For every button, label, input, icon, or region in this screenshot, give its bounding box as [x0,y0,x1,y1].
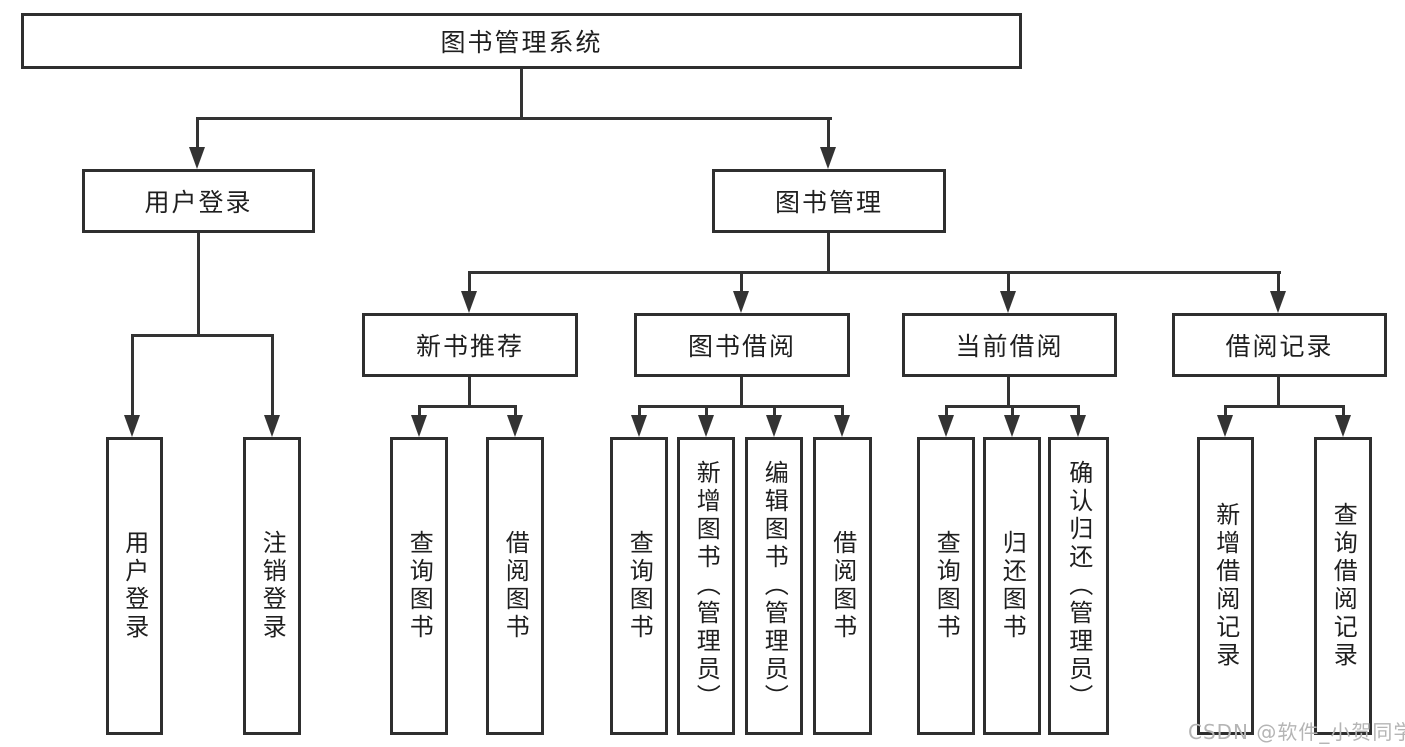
leaf-query-book-borrow: 查询图书 [610,437,668,735]
leaf-add-borrow-record: 新增借阅记录 [1197,437,1254,735]
connector-drop-book-borrow [740,271,743,295]
connector-drop-current-borrow [1007,271,1010,295]
arrow-down-icon [733,291,749,313]
node-current-borrow: 当前借阅 [902,313,1117,377]
arrow-down-icon [461,291,477,313]
leaf-logout-login: 注销登录 [243,437,301,735]
connector-new-book-recommend-stem [468,377,471,408]
arrow-down-icon [1217,415,1233,437]
node-book-management: 图书管理 [712,169,946,233]
connector-book-management-rail [468,271,1281,274]
connector-user-login-rail [131,334,274,337]
node-label: 图书管理 [774,188,883,217]
connector-current-borrow-stem [1007,377,1010,408]
arrow-down-icon [124,415,140,437]
connector-user-login-stem [197,233,200,337]
connector-new-book-recommend-rail [418,405,517,408]
connector-borrow-record-rail [1224,405,1344,408]
node-book-borrow: 图书借阅 [634,313,850,377]
node-borrow-record: 借阅记录 [1172,313,1387,377]
arrow-down-icon [1004,415,1020,437]
leaf-label: 确认归还（管理员） [1064,460,1093,712]
node-label: 新书推荐 [415,332,524,361]
leaf-confirm-return-admin: 确认归还（管理员） [1048,437,1109,735]
connector-drop [1342,405,1345,419]
arrow-down-icon [1335,415,1351,437]
connector-drop [418,405,421,419]
arrow-down-icon [631,415,647,437]
connector-drop [1077,405,1080,419]
arrow-down-icon [834,415,850,437]
leaf-label: 编辑图书（管理员） [760,460,789,712]
leaf-label: 借阅图书 [501,530,530,642]
connector-drop-leaf-user-login [131,334,134,418]
connector-book-borrow-rail [638,405,843,408]
arrow-down-icon [1270,291,1286,313]
connector-drop [638,405,641,419]
arrow-down-icon [264,415,280,437]
connector-drop [1224,405,1227,419]
node-new-book-recommend: 新书推荐 [362,313,578,377]
connector-book-management-stem [827,233,830,274]
leaf-label: 新增图书（管理员） [692,460,721,712]
leaf-query-book-recommend: 查询图书 [390,437,448,735]
leaf-label: 归还图书 [998,530,1027,642]
arrow-down-icon [698,415,714,437]
arrow-down-icon [411,415,427,437]
node-label: 当前借阅 [955,332,1064,361]
connector-drop [773,405,776,419]
leaf-label: 查询图书 [932,530,961,642]
leaf-label: 借阅图书 [828,530,857,642]
node-label: 图书借阅 [687,332,796,361]
leaf-label: 查询图书 [625,530,654,642]
leaf-borrow-book: 借阅图书 [813,437,872,735]
node-label: 借阅记录 [1225,332,1334,361]
leaf-return-book: 归还图书 [983,437,1041,735]
connector-drop [514,405,517,419]
leaf-query-borrow-record: 查询借阅记录 [1314,437,1372,735]
arrow-down-icon [1000,291,1016,313]
connector-drop-new-book-recommend [468,271,471,295]
connector-drop-borrow-record [1277,271,1280,295]
leaf-label: 新增借阅记录 [1211,502,1240,670]
arrow-down-icon [507,415,523,437]
connector-drop [945,405,948,419]
leaf-edit-book-admin: 编辑图书（管理员） [745,437,803,735]
leaf-query-book-current: 查询图书 [917,437,975,735]
leaf-borrow-book-recommend: 借阅图书 [486,437,544,735]
leaf-user-login: 用户登录 [106,437,163,735]
arrow-down-icon [1070,415,1086,437]
connector-drop [841,405,844,419]
arrow-down-icon [189,147,205,169]
arrow-down-icon [766,415,782,437]
node-label: 图书管理系统 [440,28,603,57]
connector-drop-book-management [827,117,830,150]
csdn-watermark: CSDN @软件_小贺同学 [1188,720,1405,744]
connector-book-borrow-stem [740,377,743,408]
connector-drop [705,405,708,419]
connector-borrow-record-stem [1277,377,1280,408]
leaf-add-book-admin: 新增图书（管理员） [677,437,735,735]
node-user-login: 用户登录 [82,169,315,233]
arrow-down-icon [938,415,954,437]
connector-drop-leaf-logout [271,334,274,418]
connector-drop-user-login [196,117,199,150]
leaf-label: 用户登录 [120,530,149,642]
node-library-management-system: 图书管理系统 [21,13,1022,69]
leaf-label: 查询借阅记录 [1329,502,1358,670]
leaf-label: 查询图书 [405,530,434,642]
arrow-down-icon [820,147,836,169]
connector-root-stem [520,69,523,118]
leaf-label: 注销登录 [258,530,287,642]
connector-drop [1011,405,1014,419]
connector-root-rail [196,117,832,120]
node-label: 用户登录 [144,188,253,217]
